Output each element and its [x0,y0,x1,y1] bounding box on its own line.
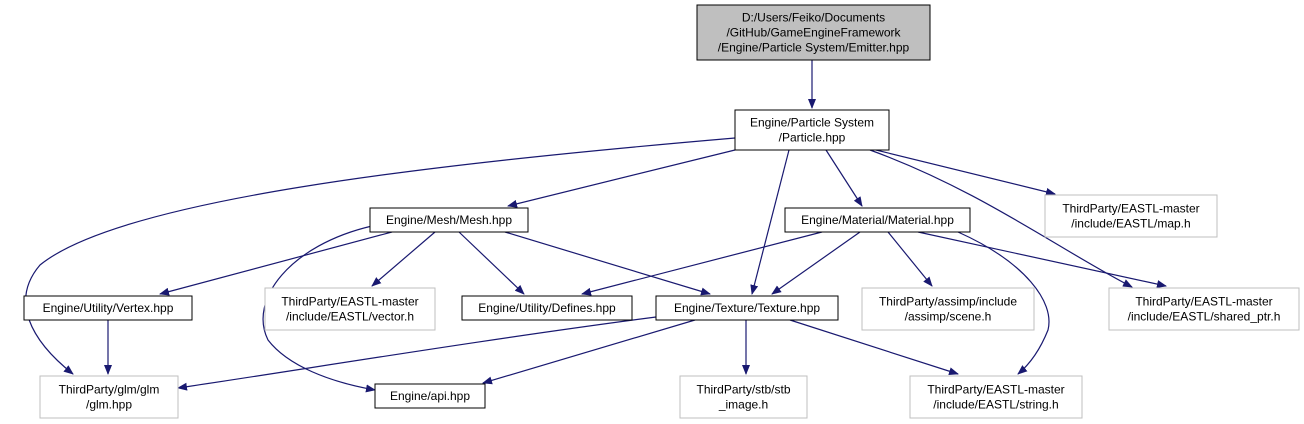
node-label-particle-line-0: Engine/Particle System [750,116,874,130]
node-shared_ptr: ThirdParty/EASTL-master/include/EASTL/sh… [1108,287,1300,331]
node-box-stb [679,375,808,419]
nodes-layer: D:/Users/Feiko/Documents/GitHub/GameEngi… [23,4,1300,419]
node-box-defines [461,295,633,321]
node-defines[interactable]: Engine/Utility/Defines.hpp [461,295,633,321]
edge-mesh-to-vertex [159,231,393,296]
edge-particle-to-map [875,149,1056,196]
node-label-scene-line-0: ThirdParty/assimp/include [879,295,1017,309]
node-mesh[interactable]: Engine/Mesh/Mesh.hpp [369,207,529,233]
edge-mesh-to-vector [371,231,436,287]
node-label-stb-line-1: _image.h [718,398,768,412]
node-box-emitter [696,4,931,61]
edge-texture-to-glm [177,316,657,391]
node-label-defines-line-0: Engine/Utility/Defines.hpp [478,301,616,315]
node-glm: ThirdParty/glm/glm/glm.hpp [39,375,179,419]
node-box-texture [655,295,839,321]
node-vertex[interactable]: Engine/Utility/Vertex.hpp [23,295,193,321]
edge-particle-to-material [825,149,863,207]
node-label-mesh-line-0: Engine/Mesh/Mesh.hpp [386,213,512,227]
node-box-material [784,207,971,233]
node-label-vector-line-0: ThirdParty/EASTL-master [281,295,418,309]
node-label-vector-line-1: /include/EASTL/vector.h [286,310,414,324]
edge-mesh-to-defines [458,231,525,295]
node-label-string-line-1: /include/EASTL/string.h [933,398,1058,412]
edge-material-to-shared_ptr [917,231,1167,288]
edge-particle-to-mesh [507,149,736,208]
node-box-string [909,375,1083,419]
node-label-particle-line-1: /Particle.hpp [779,131,846,145]
node-box-mesh [369,207,529,233]
node-label-material-line-0: Engine/Material/Material.hpp [801,213,954,227]
edge-mesh-to-api [262,225,376,393]
node-label-api-line-0: Engine/api.hpp [390,389,470,403]
node-label-stb-line-0: ThirdParty/stb/stb [696,383,790,397]
node-label-glm-line-0: ThirdParty/glm/glm [59,383,160,397]
node-label-texture-line-0: Engine/Texture/Texture.hpp [674,301,820,315]
node-string: ThirdParty/EASTL-master/include/EASTL/st… [909,375,1083,419]
node-emitter[interactable]: D:/Users/Feiko/Documents/GitHub/GameEngi… [696,4,931,61]
node-label-glm-line-1: /glm.hpp [86,398,132,412]
edge-material-to-string [957,231,1050,375]
node-label-map-line-1: /include/EASTL/map.h [1071,217,1190,231]
node-stb: ThirdParty/stb/stb_image.h [679,375,808,419]
node-box-api [374,383,486,409]
edge-particle-to-shared_ptr [869,149,1133,288]
node-map: ThirdParty/EASTL-master/include/EASTL/ma… [1044,194,1218,238]
node-material[interactable]: Engine/Material/Material.hpp [784,207,971,233]
node-box-glm [39,375,179,419]
node-label-vertex-line-0: Engine/Utility/Vertex.hpp [43,301,174,315]
node-api[interactable]: Engine/api.hpp [374,383,486,409]
node-label-emitter-line-1: /GitHub/GameEngineFramework [726,26,901,40]
node-label-scene-line-1: /assimp/scene.h [905,310,992,324]
node-label-emitter-line-0: D:/Users/Feiko/Documents [742,11,885,25]
node-box-map [1044,194,1218,238]
node-label-shared_ptr-line-0: ThirdParty/EASTL-master [1135,295,1272,309]
node-scene: ThirdParty/assimp/include/assimp/scene.h [861,287,1035,331]
edge-particle-to-glm [25,137,736,375]
edges-layer [25,60,1167,393]
edge-texture-to-string [789,319,959,376]
edge-material-to-scene [887,231,933,287]
node-particle[interactable]: Engine/Particle System/Particle.hpp [734,109,890,151]
node-label-map-line-0: ThirdParty/EASTL-master [1062,202,1199,216]
node-box-scene [861,287,1035,331]
node-vector: ThirdParty/EASTL-master/include/EASTL/ve… [264,287,436,331]
node-box-vector [264,287,436,331]
edge-particle-to-texture [750,149,790,295]
node-box-shared_ptr [1108,287,1300,331]
edge-texture-to-api [482,319,696,385]
edge-mesh-to-texture [504,231,711,296]
node-box-vertex [23,295,193,321]
node-label-shared_ptr-line-1: /include/EASTL/shared_ptr.h [1128,310,1281,324]
node-label-emitter-line-2: /Engine/Particle System/Emitter.hpp [718,41,910,55]
node-box-particle [734,109,890,151]
edge-material-to-texture [771,231,861,295]
edge-material-to-defines [581,231,823,296]
node-label-string-line-0: ThirdParty/EASTL-master [927,383,1064,397]
node-texture[interactable]: Engine/Texture/Texture.hpp [655,295,839,321]
